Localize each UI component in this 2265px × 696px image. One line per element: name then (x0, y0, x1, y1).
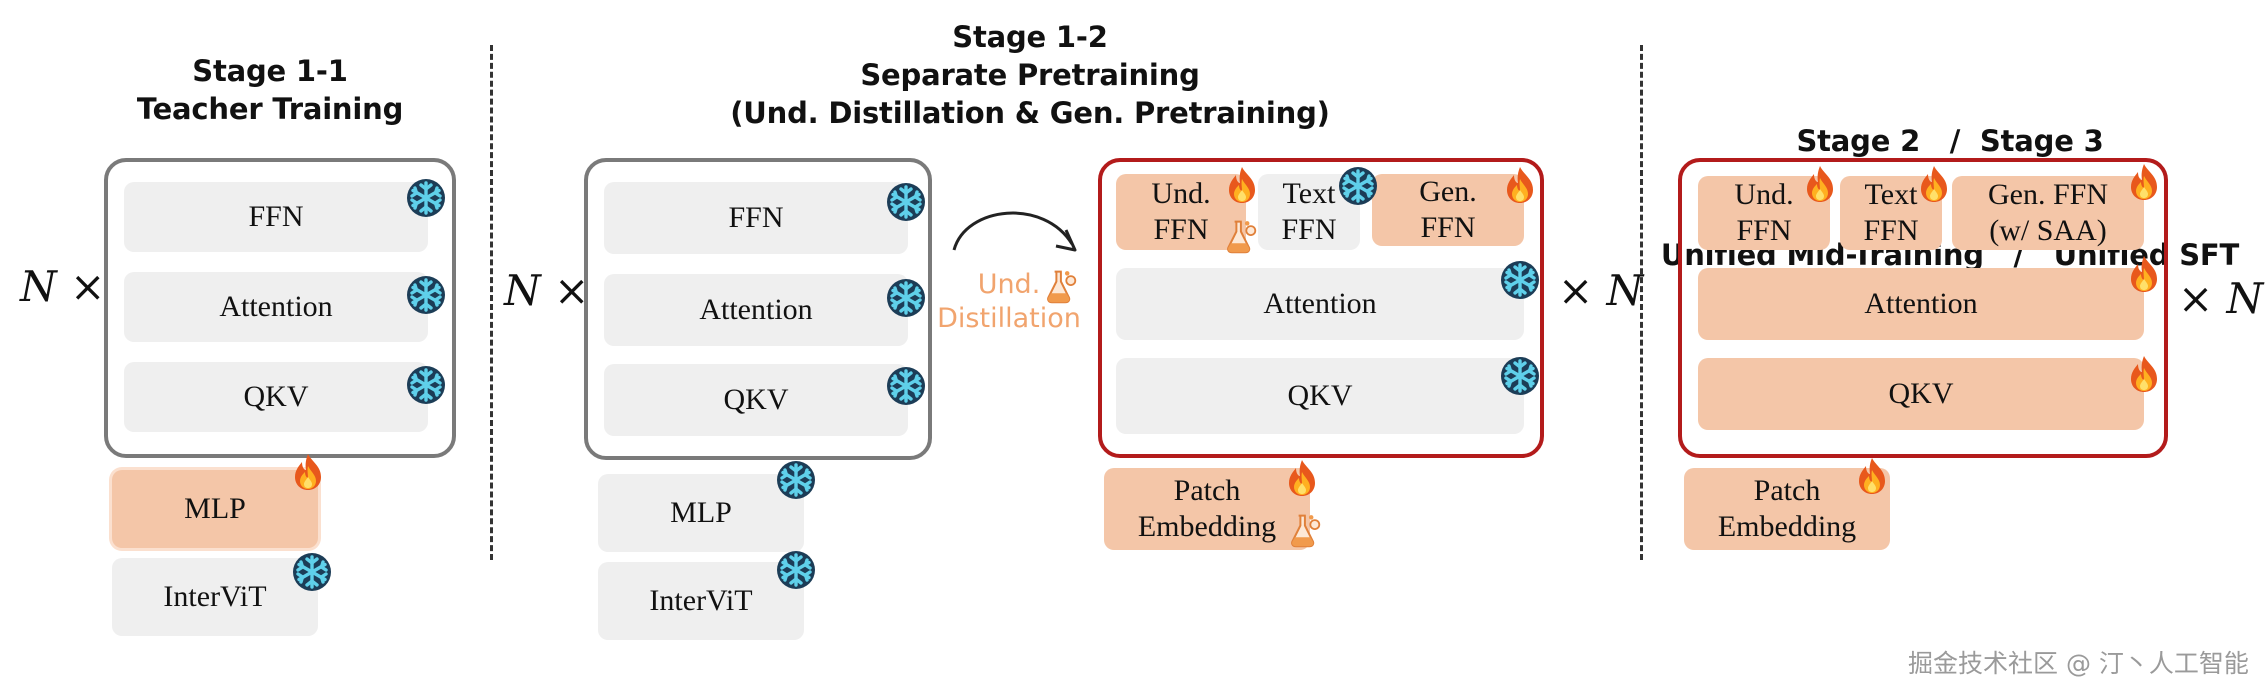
fire-icon (1222, 165, 1262, 205)
fire-icon (288, 452, 328, 492)
distillation-arrow (952, 211, 1077, 252)
patch-embedding-block: Patch Embedding (1684, 468, 1890, 550)
snowflake-icon (406, 365, 446, 405)
flask-icon (1222, 218, 1258, 254)
qkv-block: QKV (1698, 358, 2144, 430)
attention-block: Attention (604, 274, 908, 346)
qkv-block: QKV (604, 364, 908, 436)
mlp-block: MLP (598, 474, 804, 552)
attention-block: Attention (124, 272, 428, 342)
stage-1-1-heading: Stage 1-1 Teacher Training (60, 52, 480, 128)
attention-block: Attention (1698, 268, 2144, 340)
fire-icon (1914, 164, 1954, 204)
stage-1-2-subtitle: Separate Pretraining (860, 58, 1200, 92)
fire-icon (1282, 458, 1322, 498)
qkv-block: QKV (124, 362, 428, 432)
und-ffn-block: Und. FFN (1116, 174, 1246, 250)
stage-1-2-title: Stage 1-2 (952, 20, 1108, 54)
attention-block: Attention (1116, 268, 1524, 340)
distillation-label: Und. Distillation (937, 269, 1081, 334)
transformer-frame-stage-2-3 (1678, 158, 2168, 458)
gen-ffn-block: Gen. FFN (1372, 174, 1524, 246)
snowflake-icon (886, 278, 926, 318)
snowflake-icon (292, 552, 332, 592)
fire-icon (2124, 162, 2164, 202)
stage-1-2-detail: (Und. Distillation & Gen. Pretraining) (730, 96, 1330, 130)
fire-icon (1852, 456, 1892, 496)
intervit-block: InterViT (112, 558, 318, 636)
snowflake-icon (406, 178, 446, 218)
ffn-block: FFN (604, 182, 908, 254)
gen-ffn-saa-block: Gen. FFN (w/ SAA) (1952, 176, 2144, 250)
transformer-frame-stage-1-2-student (584, 158, 932, 460)
layer-multiplier-stage-1-2-right: × N (1558, 266, 1644, 315)
separator-right (1640, 45, 1643, 560)
transformer-frame-stage-1-1 (104, 158, 456, 458)
fire-icon (1500, 165, 1540, 205)
stage-1-1-subtitle: Teacher Training (136, 92, 404, 126)
snowflake-icon (1338, 166, 1378, 206)
stage-1-2-heading: Stage 1-2 Separate Pretraining (Und. Dis… (650, 18, 1410, 132)
flask-icon (1286, 512, 1322, 548)
intervit-block: InterViT (598, 562, 804, 640)
watermark: 掘金技术社区 @ 汀丶人工智能 (1908, 649, 2249, 678)
transformer-frame-stage-1-2-unified (1098, 158, 1544, 458)
qkv-block: QKV (1116, 358, 1524, 434)
snowflake-icon (1500, 260, 1540, 300)
patch-embedding-block: Patch Embedding (1104, 468, 1310, 550)
snowflake-icon (776, 460, 816, 500)
layer-multiplier-stage-2-3: × N (2178, 274, 2264, 323)
fire-icon (1800, 164, 1840, 204)
snowflake-icon (886, 366, 926, 406)
fire-icon (2124, 254, 2164, 294)
stage-1-1-title: Stage 1-1 (192, 54, 348, 88)
mlp-block: MLP (112, 470, 318, 548)
stage-2-3-title: Stage 2 / Stage 3 (1796, 124, 2104, 158)
ffn-block: FFN (124, 182, 428, 252)
layer-multiplier-stage-1-2: N × (504, 266, 590, 315)
fire-icon (2124, 354, 2164, 394)
separator-left (490, 45, 493, 560)
snowflake-icon (406, 275, 446, 315)
flask-icon (1042, 268, 1078, 304)
snowflake-icon (1500, 356, 1540, 396)
layer-multiplier-stage-1-1: N × (20, 262, 106, 311)
snowflake-icon (776, 550, 816, 590)
snowflake-icon (886, 182, 926, 222)
